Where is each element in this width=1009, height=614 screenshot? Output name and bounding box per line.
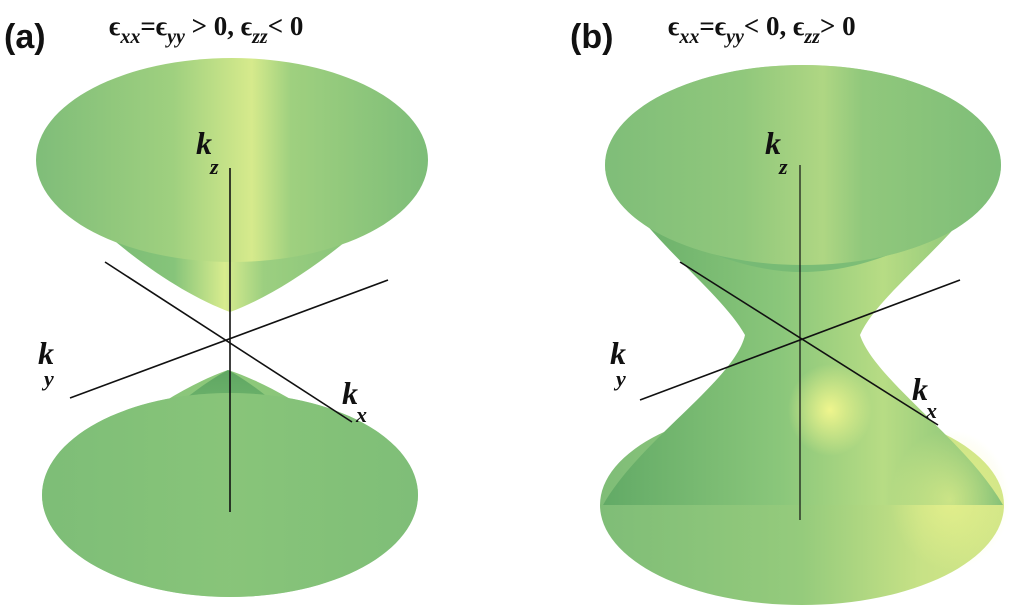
kx-axis-b — [679, 261, 939, 426]
kx-axis — [104, 261, 353, 423]
panel-a-label: (a) — [4, 18, 46, 56]
one-sheet-surface — [600, 65, 1009, 605]
ky-axis — [69, 279, 389, 399]
ky-axis-b — [639, 279, 961, 401]
panel-a-title: ϵxx=ϵyy > 0, ϵzz< 0 — [109, 11, 303, 48]
upper-sheet — [36, 58, 428, 312]
panel-b-label: (b) — [570, 18, 613, 56]
panel-b-title: ϵxx=ϵyy< 0, ϵzz> 0 — [668, 11, 856, 48]
